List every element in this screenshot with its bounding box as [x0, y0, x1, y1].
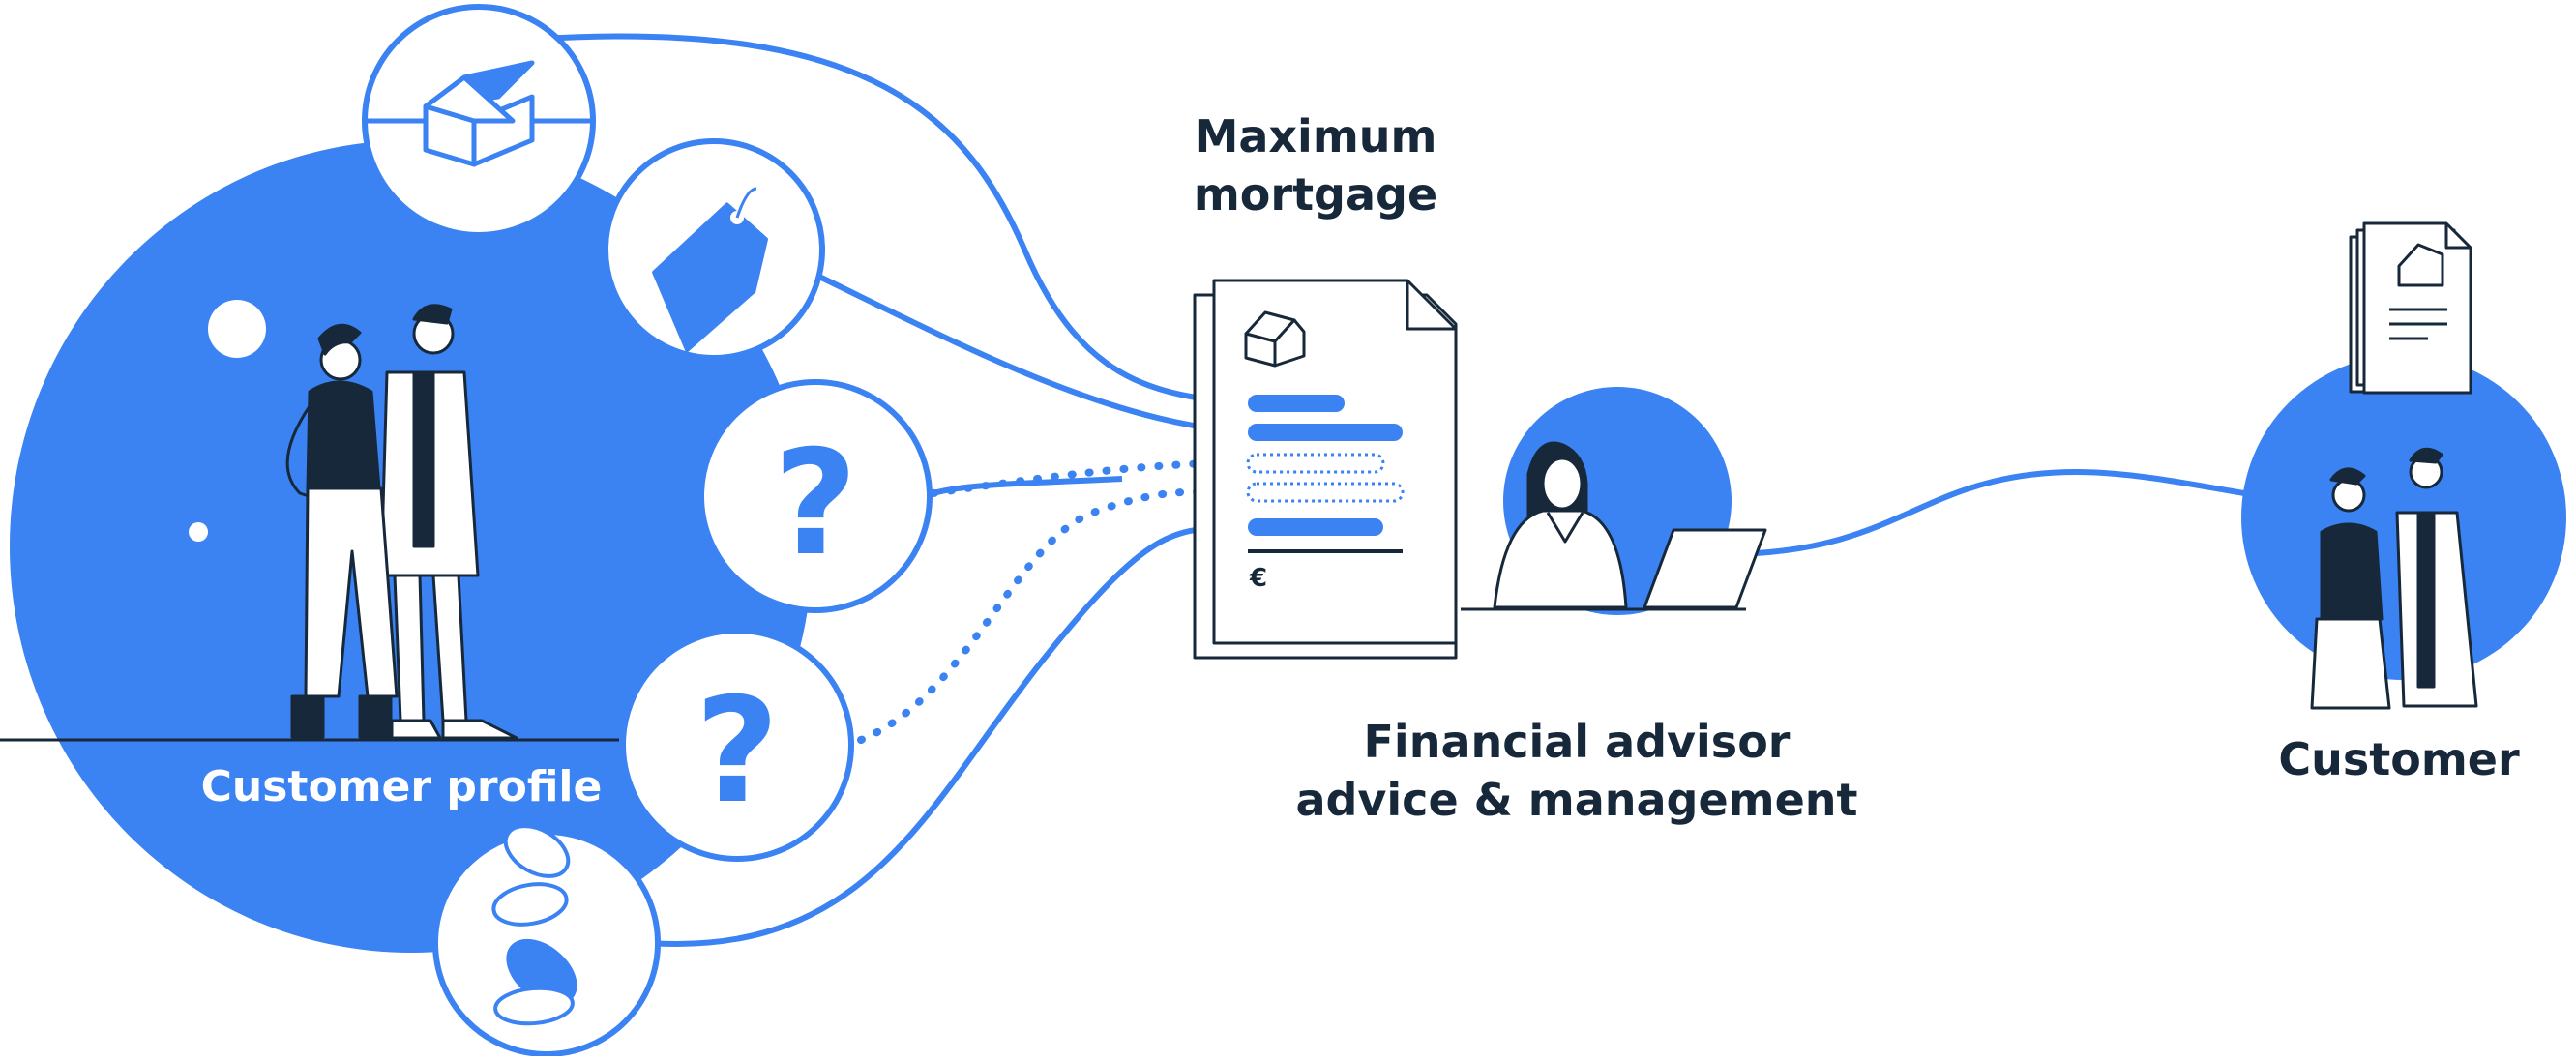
financial-advisor-line2: advice & management: [1295, 773, 1858, 826]
house-circle: [362, 4, 596, 238]
decor-dot: [189, 522, 208, 542]
customer-label: Customer: [2278, 733, 2520, 785]
mortgage-document: [1193, 279, 1458, 660]
customer-profile-label: Customer profile: [200, 762, 603, 811]
question-circle-1: [698, 379, 933, 613]
financial-advisor-label: Financial advisor advice & management: [1248, 714, 1906, 830]
maximum-mortgage-line1: Maximum: [1194, 110, 1437, 162]
price-tag-circle: [603, 138, 825, 361]
price-tag-icon: [652, 187, 768, 353]
customer-couple-illustration: [2310, 447, 2478, 710]
customer-documents: [2349, 221, 2472, 395]
coins-icon: [491, 824, 577, 1026]
euro-icon: €: [1249, 564, 1267, 593]
house-icon: [423, 60, 535, 167]
question-circle-2: [620, 628, 854, 862]
question-mark-icon-1: ?: [773, 420, 857, 588]
advisor-illustration: [1461, 441, 1767, 611]
financial-advisor-line1: Financial advisor: [1363, 716, 1791, 768]
dotted-connectors: [857, 458, 1261, 744]
question-mark-icon-2: ?: [695, 667, 779, 836]
coins-circle: [432, 824, 661, 1057]
maximum-mortgage-label: Maximum mortgage: [1112, 108, 1519, 224]
couple-illustration: [285, 304, 518, 740]
maximum-mortgage-line2: mortgage: [1193, 167, 1438, 221]
decor-dot: [208, 300, 266, 358]
document-house-icon: [1244, 310, 1306, 368]
